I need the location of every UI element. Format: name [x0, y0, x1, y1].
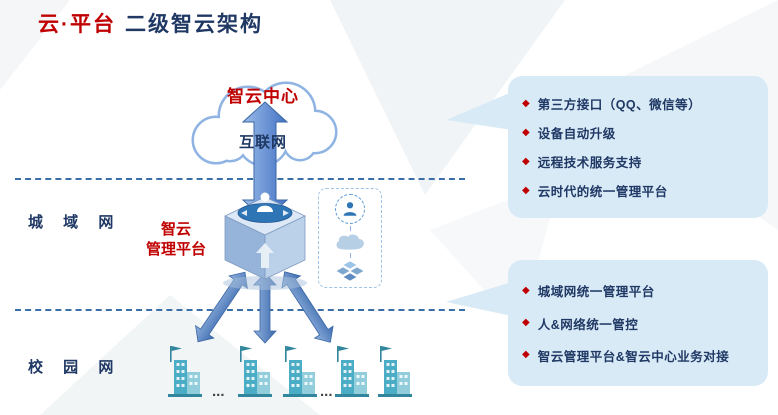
platform-label: 智云 管理平台: [136, 220, 216, 259]
callout-man-features: ◆ 城域网统一管理平台 ◆ 人&网络统一管控 ◆ 智云管理平台&智云中心业务对接: [508, 260, 768, 386]
title-rest: 二级智云架构: [125, 13, 263, 36]
callout-item-text: 智云管理平台&智云中心业务对接: [537, 349, 730, 364]
callout-item: ◆ 第三方接口（QQ、微信等）: [522, 94, 754, 113]
callout-cloud-features: ◆ 第三方接口（QQ、微信等） ◆ 设备自动升级 ◆ 远程技术服务支持 ◆ 云时…: [508, 76, 768, 218]
callout-item-text: 云时代的统一管理平台: [537, 185, 668, 199]
callout-item: ◆ 云时代的统一管理平台: [522, 181, 754, 200]
callout-bottom-tail: [446, 282, 512, 316]
admin-person-icon: [257, 192, 273, 212]
building-icon: [283, 346, 317, 397]
building-icon: [335, 346, 369, 397]
callout-item: ◆ 人&网络统一管控: [522, 314, 754, 333]
cloud-center-label: 智云中心: [227, 87, 299, 106]
callout-item: ◆ 远程技术服务支持: [522, 152, 754, 171]
building-icon: [168, 346, 202, 397]
platform-components-panel: [318, 188, 382, 288]
ellipsis-text: ...: [212, 383, 225, 400]
ellipsis-text: ...: [320, 383, 333, 400]
layer-divider-bottom: [15, 309, 465, 311]
up-arrow-icon: [256, 243, 274, 268]
diamond-bullet-icon: ◆: [522, 317, 530, 328]
callout-item-text: 城域网统一管理平台: [537, 285, 655, 300]
campus-buildings: ... ...: [168, 346, 412, 400]
layer-divider-top: [15, 178, 465, 180]
panel-connector: [349, 253, 351, 259]
diamond-bullet-icon: ◆: [522, 155, 530, 167]
diamond-bullet-icon: ◆: [522, 284, 530, 296]
diamond-bullet-icon: ◆: [522, 97, 530, 109]
platform-label-line1: 智云: [160, 221, 191, 238]
callout-item-text: 远程技术服务支持: [537, 156, 642, 170]
diamond-bullet-icon: ◆: [522, 126, 530, 138]
callout-item: ◆ 城域网统一管理平台: [522, 281, 754, 300]
diamond-bullet-icon: ◆: [522, 184, 530, 196]
callout-top-tail: [446, 92, 512, 130]
platform-disc: [237, 203, 293, 223]
building-icon: [238, 346, 272, 397]
diamond-bullet-icon: ◆: [522, 349, 530, 361]
callout-item: ◆ 设备自动升级: [522, 123, 754, 142]
man-layer-label: 城 域 网: [28, 214, 122, 231]
callout-item-text: 人&网络统一管控: [537, 317, 639, 332]
callout-item-text: 设备自动升级: [537, 127, 616, 141]
campus-layer-label: 校 园 网: [28, 359, 122, 376]
slide-title: 云·平台二级智云架构: [38, 8, 263, 38]
platform-label-line2: 管理平台: [145, 240, 206, 258]
network-cloud-icon: [336, 234, 364, 250]
title-highlight: 云·平台: [38, 13, 116, 36]
user-icon: [343, 202, 357, 217]
user-icon-frame: [335, 194, 365, 225]
callout-item: ◆ 智云管理平台&智云中心业务对接: [522, 346, 754, 365]
platform-cube: [223, 192, 307, 290]
callout-item-text: 第三方接口（QQ、微信等）: [537, 98, 702, 112]
panel-connector: [349, 225, 351, 231]
internet-label: 互联网: [238, 134, 287, 151]
cluster-icon: [335, 260, 365, 281]
building-icon: [378, 346, 412, 397]
